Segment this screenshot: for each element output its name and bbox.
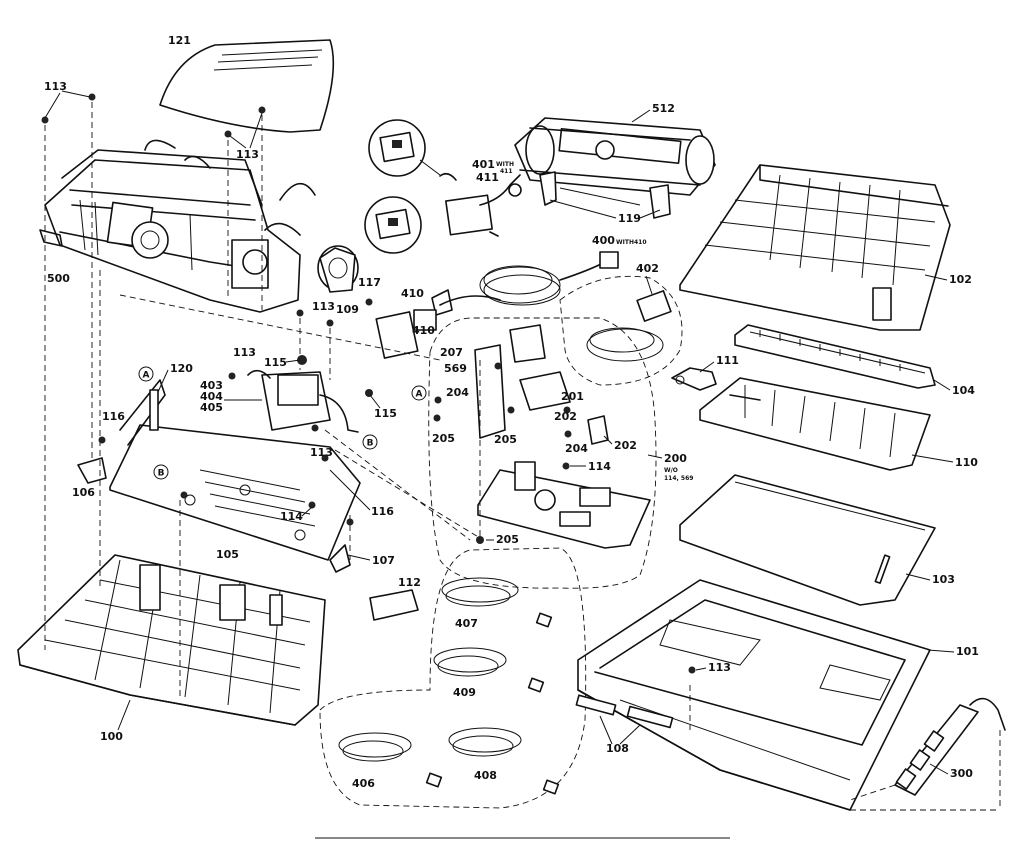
callout-500: 500 [47,272,70,285]
callout-119: 119 [618,212,641,225]
callout-120: 120 [170,362,193,375]
svg-text:B: B [367,439,374,449]
callout-115-b: 115 [374,407,397,420]
lever-111 [671,367,717,391]
bracket-107 [329,544,351,573]
callout-121: 121 [168,34,191,47]
motor-109 [317,245,359,293]
callout-103: 103 [932,573,955,586]
control-panel-300 [894,697,1006,796]
callout-408: 408 [474,769,497,782]
callout-115-a: 115 [264,356,287,369]
callout-405: 405 [200,401,223,414]
platen-assembly-512 [514,117,716,196]
note-200-wo-parts: 114, 569 [664,475,693,482]
callout-410-b: 410 [412,324,435,337]
detail-circle-2 [364,196,422,254]
cords-group [319,547,587,809]
callout-202-b: 202 [614,439,637,452]
circle-ref-b1: B [153,464,169,480]
callout-113-f: 113 [708,661,731,674]
callout-labels: 121 113 113 500 512 119 401 WITH 411 411… [44,34,979,790]
base-housing-101 [577,579,931,811]
callout-406: 406 [352,777,375,790]
circle-ref-b2: B [362,434,378,450]
callout-104: 104 [952,384,975,397]
board-410 [375,309,437,359]
note-200-wo: W/O [664,467,678,474]
callout-113-c: 113 [312,300,335,313]
callout-113-e: 113 [310,446,333,459]
callout-116-b: 116 [371,505,394,518]
callout-300: 300 [950,767,973,780]
callout-114-b: 114 [588,460,611,473]
circle-ref-a2: A [411,385,427,401]
callout-114-a: 114 [280,510,303,523]
svg-text:A: A [143,371,150,381]
callout-117: 117 [358,276,381,289]
callout-401: 401 [472,158,495,171]
callout-403: 403 [200,379,223,392]
power-cord-400 [431,251,619,316]
callout-410-a: 410 [401,287,424,300]
callout-407: 407 [455,617,478,630]
callout-404: 404 [200,390,223,403]
callout-112: 112 [398,576,421,589]
callout-101: 101 [956,645,979,658]
callout-111: 111 [716,354,739,367]
callout-400: 400 [592,234,615,247]
note-401-411: 411 [500,168,513,175]
callout-202-a: 202 [554,410,577,423]
transformer-403 [247,369,359,433]
note-400-with410: WITH410 [616,239,647,246]
bracket-106 [77,457,107,484]
callout-107: 107 [372,554,395,567]
note-401-with: WITH [496,161,514,168]
callout-200: 200 [664,452,687,465]
callout-113-b: 113 [236,148,259,161]
callout-113-a: 113 [44,80,67,93]
chassis-frame-105 [109,379,361,561]
callout-207: 207 [440,346,463,359]
callout-569: 569 [444,362,467,375]
callout-204-a: 204 [446,386,469,399]
callout-411: 411 [476,171,499,184]
callout-512: 512 [652,102,675,115]
callout-108: 108 [606,742,629,755]
inlet-cord-402 [559,275,683,386]
paper-guide-104 [734,324,936,389]
callout-116-a: 116 [102,410,125,423]
callout-409: 409 [453,686,476,699]
bracket-119 [539,171,671,219]
callout-201: 201 [561,390,584,403]
callout-113-d: 113 [233,346,256,359]
callout-110: 110 [955,456,978,469]
detail-circle-1 [368,119,441,177]
connector-112 [369,589,419,621]
callout-204-b: 204 [565,442,588,455]
printer-mechanism-500 [39,139,316,313]
feet-108 [575,694,674,729]
svg-text:B: B [158,469,165,479]
bottom-case-100 [17,554,326,726]
callout-109: 109 [336,303,359,316]
tray-110 [699,377,931,471]
callout-100: 100 [100,730,123,743]
callout-402: 402 [636,262,659,275]
callout-105: 105 [216,548,239,561]
callout-205-c: 205 [496,533,519,546]
svg-text:A: A [416,390,423,400]
callout-106: 106 [72,486,95,499]
callout-205-a: 205 [432,432,455,445]
callout-102: 102 [949,273,972,286]
callout-205-b: 205 [494,433,517,446]
sensor-board-401 [439,172,522,237]
cover-plate-103 [679,474,936,606]
paper-sheet-121 [159,39,335,133]
circle-ref-a1: A [138,366,154,382]
top-cover-102 [679,164,951,331]
screws [41,93,696,674]
